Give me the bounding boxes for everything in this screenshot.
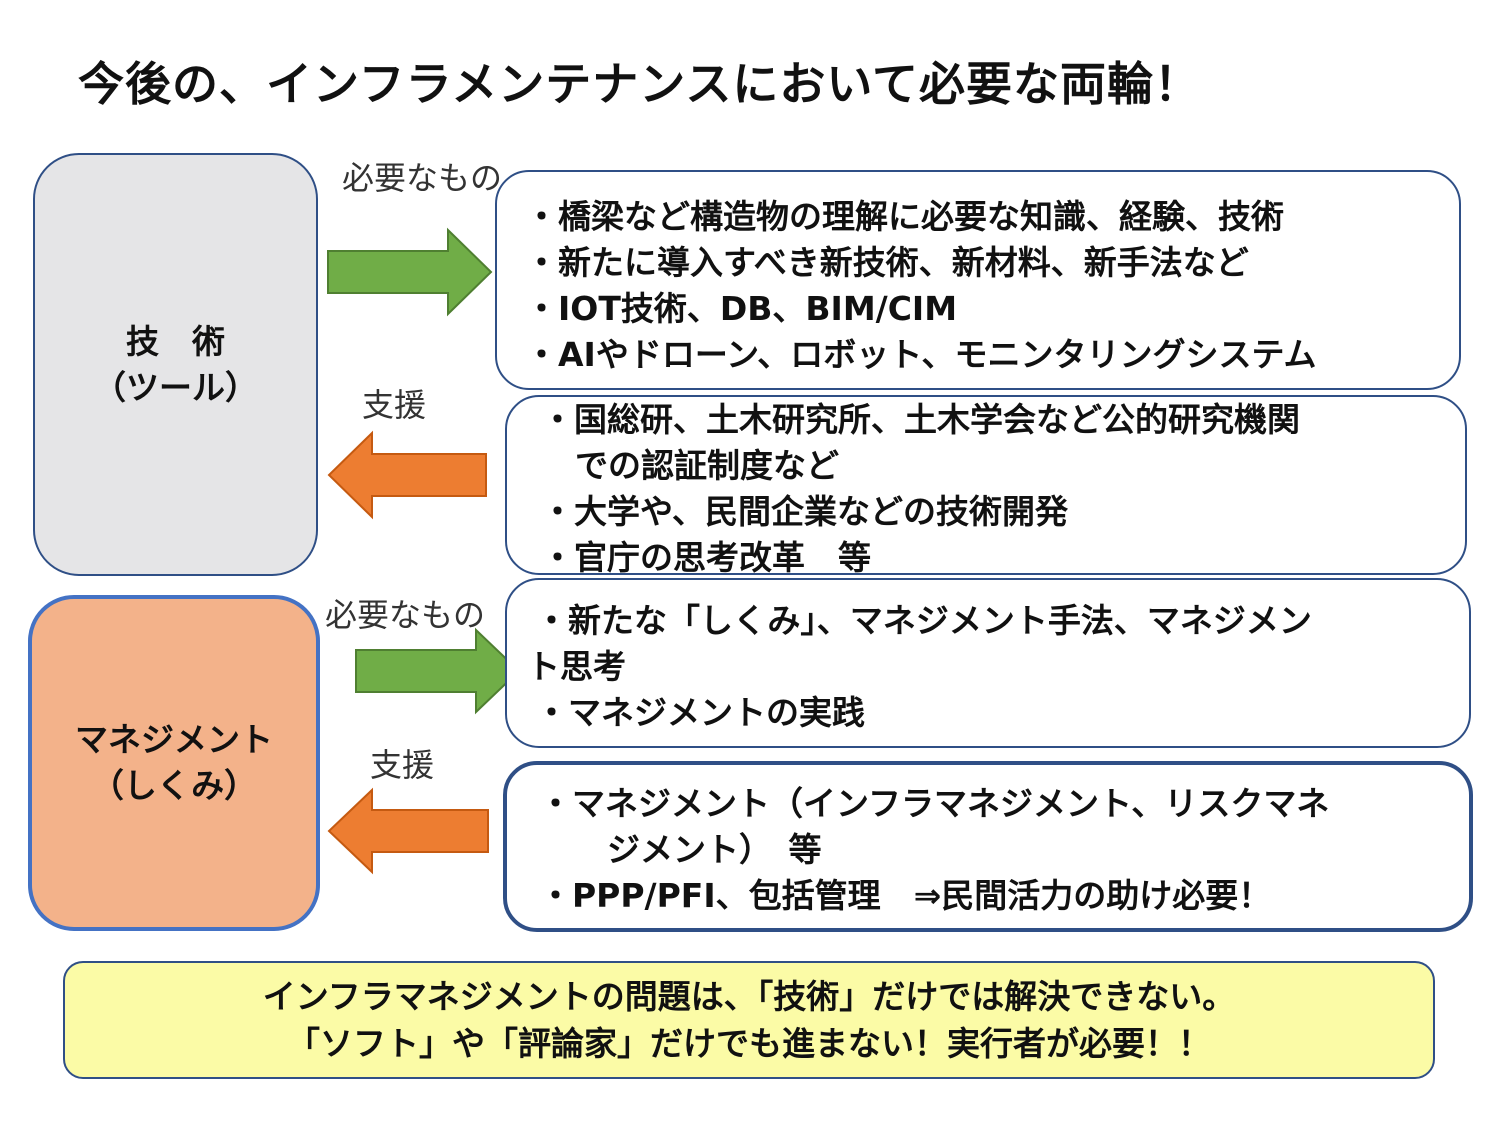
management-needs-item: ・新たな「しくみ」、マネジメント手法、マネジメン [535, 601, 1312, 640]
tool-support-item: ・国総研、土木研究所、土木学会など公的研究機関 [541, 400, 1300, 439]
conclusion-banner: インフラマネジメントの問題は、「技術」だけでは解決できない。 「ソフト」や「評論… [63, 961, 1435, 1079]
conclusion-line: インフラマネジメントの問題は、「技術」だけでは解決できない。 [262, 977, 1236, 1016]
management-box-title: マネジメント [75, 720, 273, 759]
management-support-item: ・マネジメント（インフラマネジメント、リスクマネ [539, 784, 1330, 823]
management-needs-box: ・新たな「しくみ」、マネジメント手法、マネジメン ト思考 ・マネジメントの実践 [505, 578, 1471, 748]
support-label-tool: 支援 [362, 386, 427, 424]
right-arrow-icon [327, 227, 493, 317]
management-support-box: ・マネジメント（インフラマネジメント、リスクマネ ジメント） 等 ・PPP/PF… [503, 761, 1473, 932]
tool-box-subtitle: （ツール） [93, 367, 258, 407]
tool-box-title: 技 術 [126, 321, 225, 361]
tool-needs-item: ・IOT技術、DB、BIM/CIM [525, 289, 958, 328]
tool-support-item: ・大学や、民間企業などの技術開発 [541, 492, 1069, 531]
tool-box: 技 術 （ツール） [33, 153, 318, 576]
tool-support-box: ・国総研、土木研究所、土木学会など公的研究機関 での認証制度など ・大学や、民間… [505, 395, 1467, 577]
left-arrow-icon [327, 430, 487, 520]
tool-needs-item: ・AIやドローン、ロボット、モニンタリングシステム [525, 335, 1317, 374]
management-support-item: ・PPP/PFI、包括管理 ⇒民間活力の助け必要！ [539, 876, 1272, 915]
page-title: 今後の、インフラメンテナンスにおいて必要な両輪！ [78, 57, 1201, 111]
tool-needs-box: ・橋梁など構造物の理解に必要な知識、経験、技術 ・新たに導入すべき新技術、新材料… [495, 170, 1461, 390]
conclusion-line: 「ソフト」や「評論家」だけでも進まない！実行者が必要！！ [287, 1024, 1211, 1063]
right-arrow-icon-management [355, 627, 521, 715]
management-needs-item: ・マネジメントの実践 [535, 693, 865, 732]
management-needs-item: ト思考 [527, 647, 626, 686]
tool-needs-item: ・新たに導入すべき新技術、新材料、新手法など [525, 243, 1249, 282]
tool-support-item: ・官庁の思考改革 等 [541, 538, 871, 577]
tool-support-item: での認証制度など [575, 446, 839, 485]
left-arrow-icon-management [327, 787, 489, 875]
need-label-tool: 必要なもの [342, 159, 503, 197]
support-label-management: 支援 [370, 746, 435, 784]
management-box: マネジメント （しくみ） [28, 595, 320, 931]
management-support-item: ジメント） 等 [607, 830, 822, 869]
management-box-subtitle: （しくみ） [90, 766, 258, 805]
need-label-management: 必要なもの [325, 596, 486, 634]
tool-needs-item: ・橋梁など構造物の理解に必要な知識、経験、技術 [525, 197, 1284, 236]
